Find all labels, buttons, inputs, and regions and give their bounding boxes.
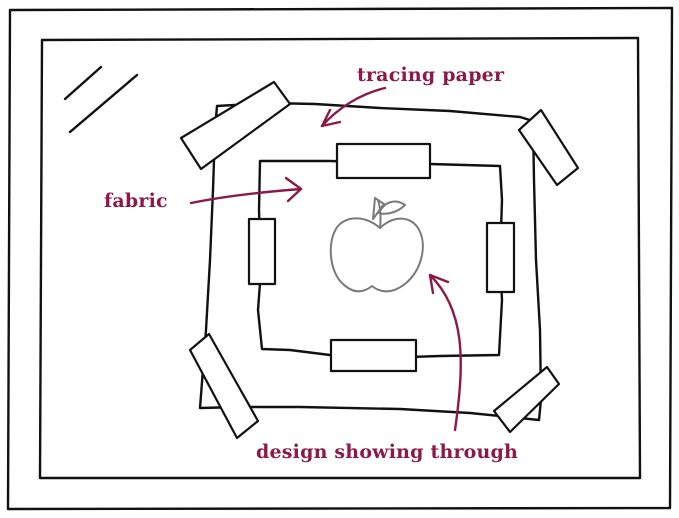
fabric-arrow (189, 176, 303, 205)
fabric-clip-top (335, 142, 432, 180)
apple-icon (329, 197, 424, 293)
window-pane (38, 36, 642, 480)
tracing-paper-arrow (320, 86, 387, 128)
tracing-paper-label: tracing paper (357, 64, 505, 86)
tracing-paper-sheet (198, 101, 543, 422)
fabric-clip-left (247, 217, 277, 286)
tape-top-left (179, 80, 292, 171)
tape-bottom-right (492, 365, 561, 434)
tape-top-right (517, 108, 580, 187)
fabric-label: fabric (104, 190, 168, 212)
tape-bottom-left (188, 332, 260, 440)
outer-frame (6, 6, 674, 511)
glare-lines-icon (63, 65, 139, 134)
design-showing-through-label: design showing through (256, 441, 519, 463)
design-arrow (428, 273, 462, 432)
fabric-sheet (256, 159, 504, 360)
fabric-clip-right (485, 221, 516, 294)
fabric-clip-bottom (329, 338, 418, 373)
